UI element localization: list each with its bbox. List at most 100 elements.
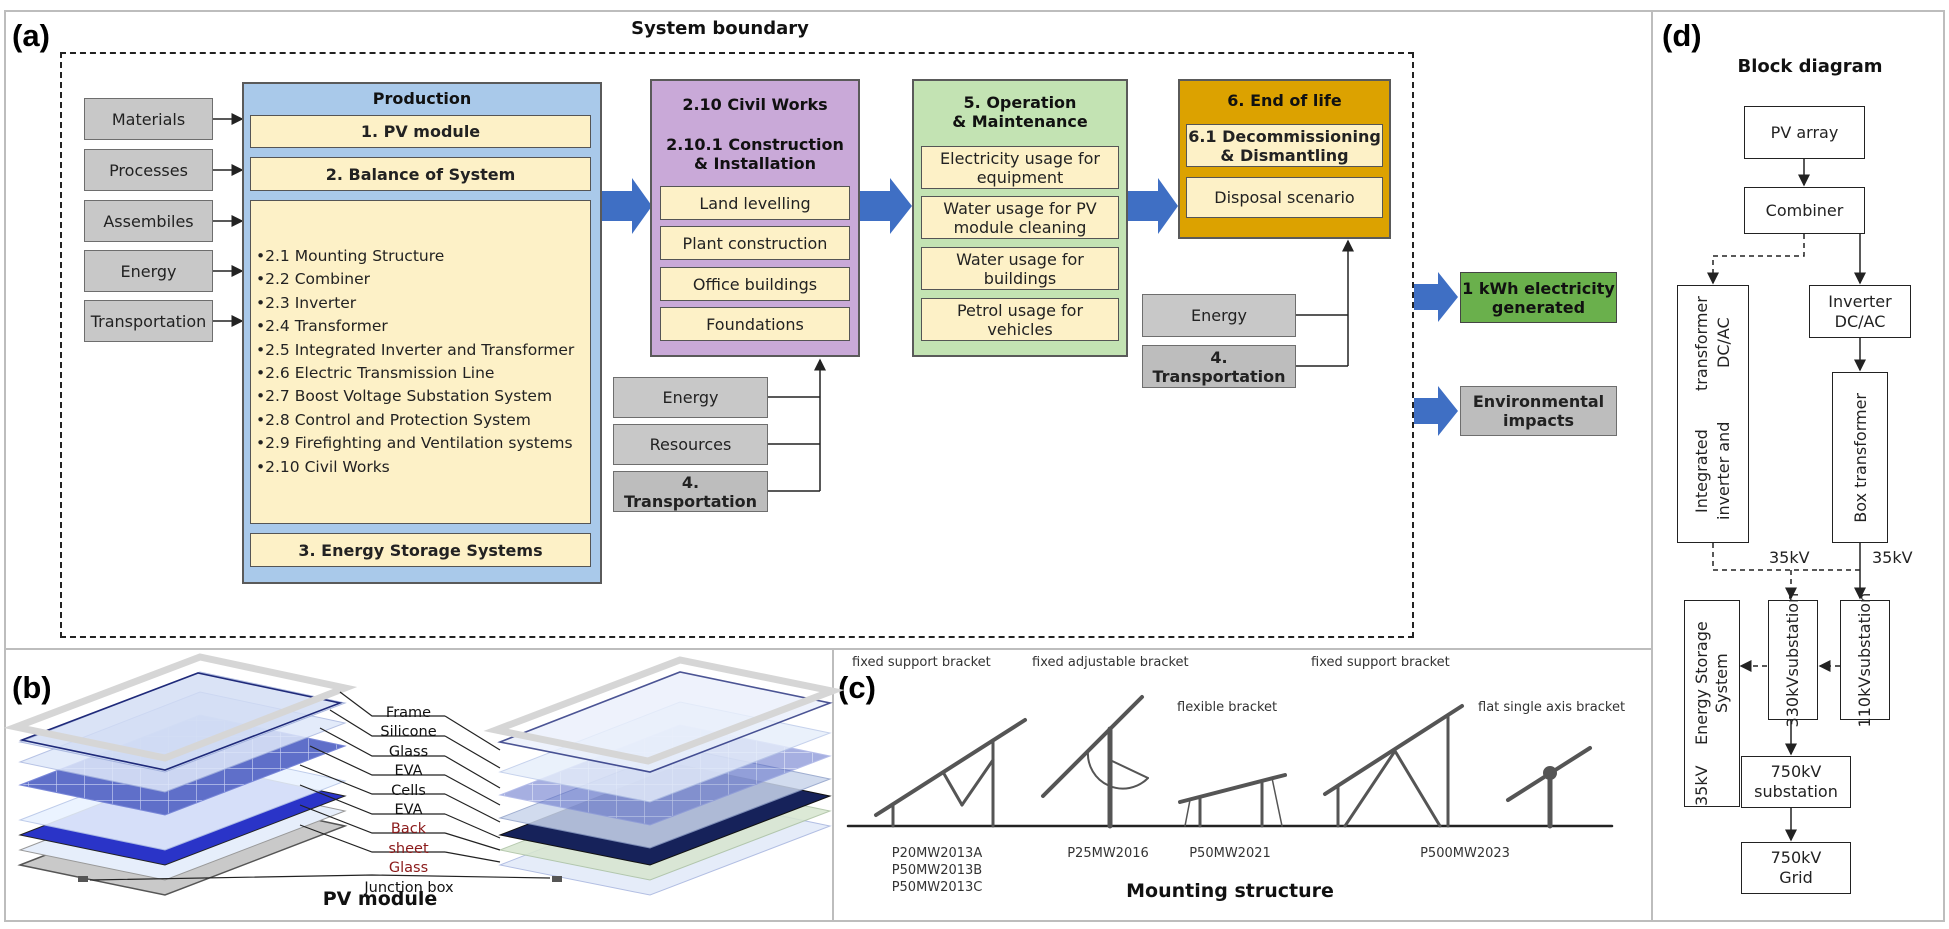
input-processes: Processes bbox=[84, 149, 213, 191]
om-item: Petrol usage for vehicles bbox=[921, 298, 1119, 341]
bd-inverter: Inverter DC/AC bbox=[1809, 285, 1911, 338]
bd-grid-line: 750kV bbox=[1770, 848, 1822, 867]
output-impacts-line: impacts bbox=[1502, 411, 1575, 430]
layer-label-eva: EVA bbox=[394, 763, 423, 780]
civil-item: Foundations bbox=[660, 307, 850, 341]
bd-sub110-line: substation bbox=[1855, 592, 1874, 677]
arrow-civil-om bbox=[860, 178, 912, 234]
bd-combiner: Combiner bbox=[1744, 187, 1865, 234]
civil-item: Land levelling bbox=[660, 186, 850, 220]
mount-code: P50MW2013B bbox=[891, 863, 983, 878]
eol-title: 6. End of life bbox=[1227, 91, 1342, 110]
bd-110kv-substation: 110kV substation bbox=[1840, 593, 1890, 727]
eol-disposal: Disposal scenario bbox=[1186, 177, 1383, 218]
panel-label-b: (b) bbox=[12, 670, 52, 705]
om-item-line: vehicles bbox=[987, 319, 1053, 339]
bd-330kv-substation: 330kV substation bbox=[1768, 593, 1818, 727]
bos-item: •2.3 Inverter bbox=[256, 293, 357, 312]
om-item: Water usage for buildings bbox=[921, 247, 1119, 290]
bd-voltage-label: 35kV bbox=[1769, 548, 1810, 567]
bd-sub330-line: 330kV bbox=[1783, 676, 1802, 728]
layer-label-glass: Glass bbox=[388, 860, 429, 877]
bd-sub110-line: 110kV bbox=[1855, 676, 1874, 728]
mount-code-group: P20MW2013A P50MW2013B P50MW2013C bbox=[882, 845, 992, 896]
layer-label-eva: EVA bbox=[394, 802, 423, 819]
bd-ess-line: 35kV bbox=[1692, 765, 1711, 806]
input-assemblies: Assembiles bbox=[84, 200, 213, 242]
bd-integrated-line: Integrated inverter and bbox=[1692, 421, 1733, 521]
left-stack bbox=[3, 653, 358, 896]
civil-title-2: 2.10.1 Construction bbox=[666, 135, 844, 154]
bos-item: •2.2 Combiner bbox=[256, 270, 371, 289]
mount-code-group: P500MW2023 bbox=[1410, 845, 1520, 862]
system-boundary-title: System boundary bbox=[631, 18, 809, 39]
civil-title-1: 2.10 Civil Works bbox=[682, 95, 828, 114]
om-item-line: Water usage for PV bbox=[943, 198, 1097, 218]
panel-label-d: (d) bbox=[1662, 18, 1702, 53]
eol-decommissioning: 6.1 Decommissioning & Dismantling bbox=[1186, 124, 1383, 167]
bd-inverter-line: Inverter bbox=[1828, 291, 1892, 311]
civil-input-energy: Energy bbox=[613, 377, 768, 418]
layer-label-frame: Frame bbox=[385, 705, 432, 721]
pv-module-box: 1. PV module bbox=[250, 115, 591, 148]
arrow-production-civil bbox=[602, 178, 652, 234]
bos-item: •2.5 Integrated Inverter and Transformer bbox=[256, 340, 575, 359]
bos-item: •2.1 Mounting Structure bbox=[256, 247, 445, 265]
bd-box-transformer-label: Box transformer bbox=[1850, 392, 1870, 523]
ess-box: 3. Energy Storage Systems bbox=[250, 533, 591, 567]
mount-code: P50MW2013C bbox=[891, 880, 983, 895]
mount-type-label: fixed adjustable bracket bbox=[1032, 655, 1189, 670]
om-item-line: Petrol usage for bbox=[956, 300, 1084, 320]
bd-integrated-inverter-transformer: Integrated inverter and transformer DC/A… bbox=[1677, 285, 1749, 543]
bd-750kv-substation: 750kV substation bbox=[1741, 756, 1851, 808]
om-item: Water usage for PV module cleaning bbox=[921, 196, 1119, 239]
om-item-line: equipment bbox=[976, 167, 1064, 187]
bos-item: •2.8 Control and Protection System bbox=[256, 410, 531, 429]
civil-item: Plant construction bbox=[660, 226, 850, 260]
om-title-1: 5. Operation bbox=[963, 93, 1077, 112]
eol-decom-line: 6.1 Decommissioning bbox=[1188, 126, 1381, 146]
civil-input-resources: Resources bbox=[613, 424, 768, 465]
arrow-output-impacts bbox=[1414, 386, 1458, 436]
bos-item: •2.6 Electric Transmission Line bbox=[256, 364, 495, 383]
bd-750kv-grid: 750kV Grid bbox=[1741, 842, 1851, 894]
system-boundary-box bbox=[60, 52, 1414, 638]
bd-ess-line: Energy Storage System bbox=[1692, 621, 1731, 746]
om-item-line: Electricity usage for bbox=[940, 148, 1100, 168]
production-title: Production bbox=[372, 89, 472, 108]
pv-layer-labels: Frame Silicone Glass EVA Cells EVA Back … bbox=[364, 704, 453, 898]
panel-label-c: (c) bbox=[838, 670, 876, 705]
mount-code: P50MW2021 bbox=[1189, 846, 1271, 861]
block-diagram-title: Block diagram bbox=[1737, 56, 1883, 77]
mount-code-group: P25MW2016 bbox=[1058, 845, 1158, 862]
mount-type-label: fixed support bracket bbox=[852, 655, 991, 670]
input-transportation: Transportation bbox=[84, 300, 213, 342]
layer-label-junction-box: Junction box bbox=[364, 879, 454, 896]
bd-pv-array: PV array bbox=[1744, 106, 1865, 159]
layer-label-glass: Glass bbox=[388, 743, 429, 760]
eol-decom-line: & Dismantling bbox=[1220, 145, 1349, 165]
output-impacts-line: Environmental bbox=[1472, 392, 1605, 411]
output-electricity-line: 1 kWh electricity bbox=[1462, 278, 1615, 298]
eol-input-transportation: 4. Transportation bbox=[1142, 345, 1296, 388]
arrow-output-electricity bbox=[1414, 272, 1458, 322]
layer-label-silicone: Silicone bbox=[380, 724, 437, 741]
output-electricity: 1 kWh electricity generated bbox=[1460, 272, 1617, 323]
mounting-structure-title: Mounting structure bbox=[1126, 880, 1334, 902]
mount-type-label: flat single axis bracket bbox=[1478, 700, 1626, 715]
output-impacts: Environmental impacts bbox=[1460, 386, 1617, 436]
bos-item: •2.7 Boost Voltage Substation System bbox=[256, 387, 553, 406]
om-item-line: module cleaning bbox=[953, 217, 1087, 237]
layer-label-back-sheet: Back sheet bbox=[388, 821, 429, 857]
mount-code: P25MW2016 bbox=[1067, 846, 1149, 861]
mount-code: P500MW2023 bbox=[1420, 846, 1510, 861]
bos-items-box: •2.1 Mounting Structure •2.2 Combiner •2… bbox=[250, 200, 591, 524]
bd-sub330-line: substation bbox=[1783, 592, 1802, 677]
om-item: Electricity usage for equipment bbox=[921, 146, 1119, 189]
input-energy: Energy bbox=[84, 250, 213, 292]
civil-item: Office buildings bbox=[660, 267, 850, 301]
